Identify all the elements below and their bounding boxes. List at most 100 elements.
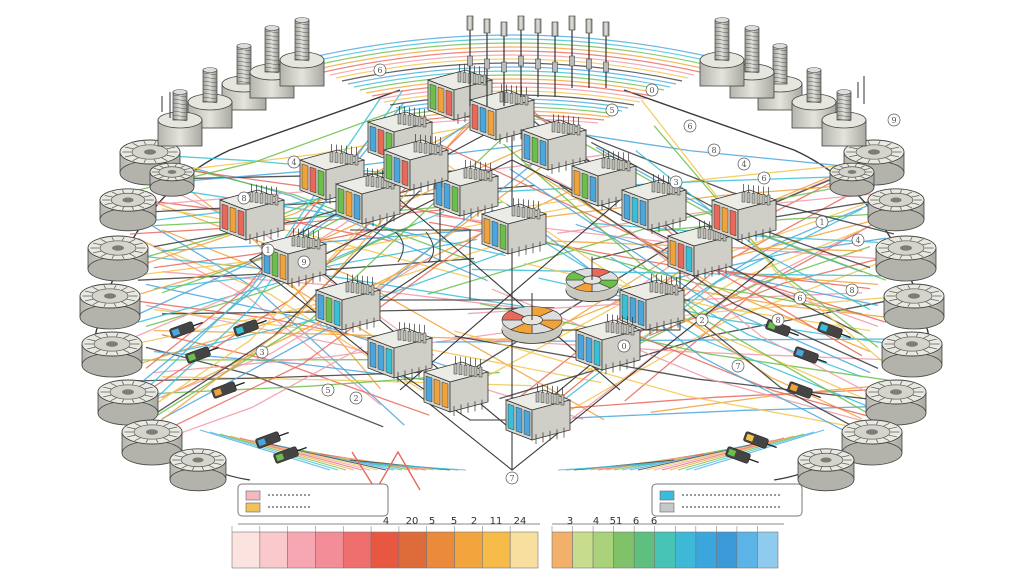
callout-circle <box>695 313 709 327</box>
callout-circle <box>793 291 807 305</box>
terminal-drum <box>81 331 143 378</box>
callout-circle <box>617 339 631 353</box>
terminal-drum <box>99 188 157 232</box>
relay-module <box>504 384 572 444</box>
junction-line <box>394 231 434 263</box>
wire <box>509 168 871 374</box>
terminal-drum <box>121 419 183 466</box>
connector-plug <box>817 321 851 339</box>
wire <box>369 463 467 471</box>
scale-cell <box>287 531 316 569</box>
callout-label: 2 <box>699 316 704 325</box>
scale-number: 51 <box>610 516 623 527</box>
wire <box>145 304 584 420</box>
scale-cell <box>342 531 372 569</box>
wire <box>538 208 863 420</box>
scale-number: 6 <box>633 516 639 527</box>
scale-cell <box>716 531 738 569</box>
wire <box>693 429 825 471</box>
callout-label: 5 <box>325 386 330 395</box>
callout-circle <box>707 143 721 157</box>
probe-pins <box>161 15 865 118</box>
terminal-drum <box>79 283 141 330</box>
scale-cell <box>674 531 697 569</box>
callout-circle <box>261 243 275 257</box>
probe-pin <box>161 92 171 118</box>
probe-pin-head <box>483 18 491 34</box>
threaded-post <box>699 17 745 87</box>
probe-pin-collar <box>501 61 507 73</box>
relay-module <box>422 356 490 416</box>
terminal-drum <box>149 162 195 197</box>
probe-pin-collar <box>569 55 575 67</box>
probe-pin-head <box>568 15 576 31</box>
scale-number: 20 <box>406 516 419 527</box>
wire <box>491 209 879 412</box>
terminal-drum <box>829 162 875 197</box>
callout-label: 6 <box>687 122 692 131</box>
probe-pin-head <box>585 18 593 34</box>
callout-label: 7 <box>735 362 740 371</box>
wire <box>153 230 485 437</box>
junction-line <box>350 229 471 300</box>
connector-plug <box>185 346 219 364</box>
wire <box>317 46 707 70</box>
callout-label: 6 <box>797 294 802 303</box>
scale-cell <box>509 531 539 569</box>
probe-pin-head <box>551 21 559 37</box>
callout-circle <box>287 155 301 169</box>
callout-circle <box>731 359 745 373</box>
scale-cell <box>613 531 635 569</box>
wire <box>669 296 871 437</box>
left-legend-swatch-2 <box>245 502 261 513</box>
probe-pin-head <box>466 15 474 31</box>
terminal-drum <box>97 379 159 426</box>
relay-module <box>520 114 588 174</box>
wire <box>499 300 887 400</box>
relay-module <box>710 184 778 244</box>
wire <box>650 212 895 232</box>
left-legend-swatch-1 <box>245 490 261 501</box>
callout-label: 7 <box>509 474 514 483</box>
scale-cell <box>736 531 758 569</box>
relay-module <box>480 198 548 258</box>
callout-label: 6 <box>761 174 766 183</box>
wire <box>541 262 879 428</box>
probe-pin-head <box>500 21 508 37</box>
wire <box>311 42 713 67</box>
connector-plug <box>765 319 799 337</box>
junction-line <box>399 199 621 391</box>
connector-plug <box>725 446 759 464</box>
probe-pin-collar <box>586 58 592 70</box>
probe-pin-collar <box>535 58 541 70</box>
callout-label: 2 <box>353 394 358 403</box>
wire <box>572 405 887 419</box>
wire <box>153 326 544 374</box>
threaded-post <box>279 17 325 87</box>
connector-plug <box>255 431 289 449</box>
relay-module <box>334 168 402 228</box>
callout-label: 4 <box>741 160 746 169</box>
relay-module <box>314 274 382 334</box>
wire <box>365 78 659 94</box>
probe-pin-head <box>517 15 525 31</box>
probe-pin-collar <box>518 55 524 67</box>
wire <box>640 99 887 365</box>
right-legend-swatch-2 <box>659 502 675 513</box>
relay-module <box>366 322 434 382</box>
callout-circle <box>669 175 683 189</box>
scale-cell <box>259 531 288 569</box>
wire <box>305 38 719 64</box>
rotary-coil <box>501 293 563 344</box>
callout-label: 9 <box>891 116 896 125</box>
callout-circle <box>255 345 269 359</box>
rotary-coil <box>565 256 619 303</box>
connector-plug <box>273 446 307 464</box>
relay-module <box>618 274 686 334</box>
right-color-scale <box>551 526 779 569</box>
scale-cell <box>370 531 400 569</box>
wire <box>649 254 895 337</box>
wire <box>468 174 887 195</box>
callout-circle <box>683 119 697 133</box>
